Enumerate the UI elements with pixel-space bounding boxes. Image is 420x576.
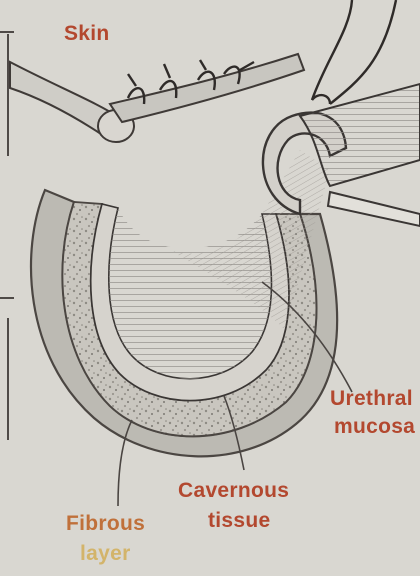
suture-knot — [312, 95, 330, 104]
suture-thread — [312, 0, 352, 100]
label-fibrous: Fibrous — [66, 512, 145, 536]
label-urethral: Urethral — [330, 387, 413, 411]
label-tissue: tissue — [208, 509, 271, 533]
label-mucosa: mucosa — [334, 415, 415, 439]
label-cavernous: Cavernous — [178, 479, 289, 503]
probe-instrument — [328, 192, 420, 226]
suture-thread — [330, 0, 396, 104]
label-skin: Skin — [64, 22, 110, 46]
label-layer: layer — [80, 542, 131, 566]
